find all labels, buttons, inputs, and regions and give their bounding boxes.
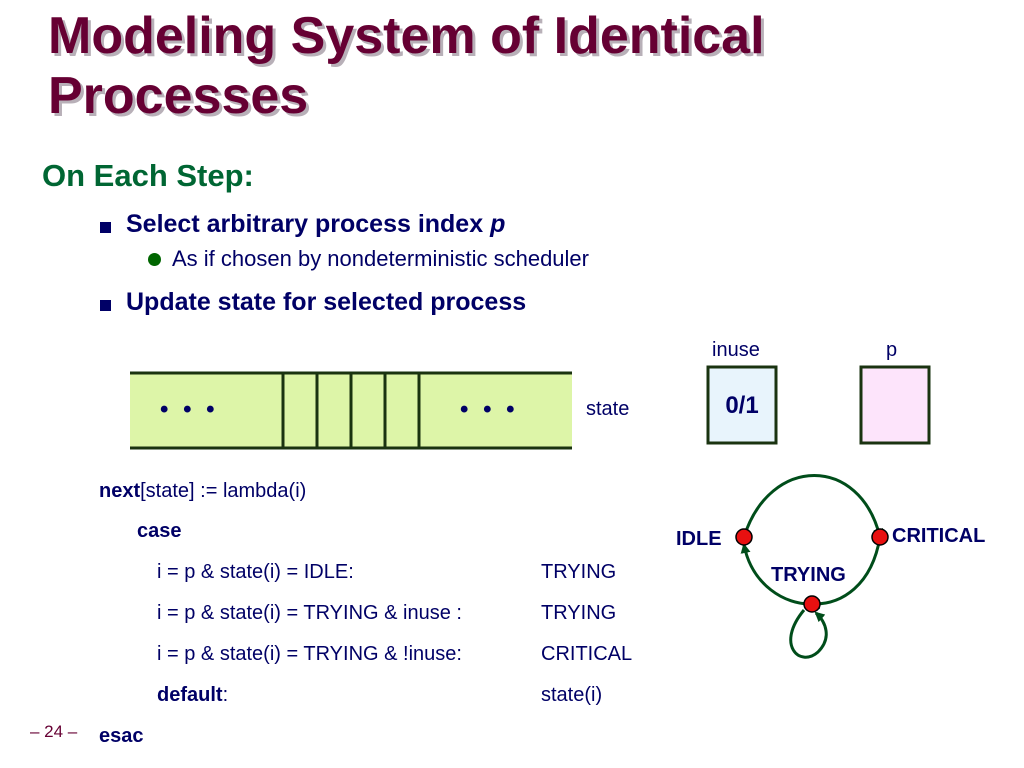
arc-trying-to-idle <box>740 543 813 606</box>
case-condition-idle: i = p & state(i) = IDLE: <box>157 561 354 583</box>
case-result-trying-notinuse: CRITICAL <box>541 643 633 665</box>
title-line-2: Processes <box>48 67 309 125</box>
ellipsis-left: • • • <box>160 396 219 423</box>
ellipsis-right: • • • <box>460 396 519 423</box>
next-rest: [state] := lambda(i) <box>140 480 307 502</box>
trying-node <box>803 595 821 613</box>
state-array <box>130 371 572 450</box>
p-label: p <box>886 339 898 361</box>
arc-critical-to-trying <box>810 536 882 610</box>
case-default: default: <box>157 683 228 707</box>
critical-node <box>871 528 889 546</box>
inuse-box <box>706 365 778 445</box>
bullet-select-process: Select arbitrary process index p <box>126 210 505 239</box>
page-number: – 24 – <box>30 722 78 741</box>
title-line-1: Modeling System of Identical <box>48 7 765 65</box>
bullet-select-text: Select arbitrary process index <box>126 210 491 238</box>
arc-trying-self-loop <box>789 609 828 659</box>
sub-bullet-scheduler: As if chosen by nondeterministic schedul… <box>172 246 589 271</box>
keyword-esac: esac <box>99 725 144 747</box>
square-bullet-icon <box>100 300 111 311</box>
bullet-update-state: Update state for selected process <box>126 288 527 316</box>
default-colon: : <box>222 684 229 706</box>
inuse-label: inuse <box>712 339 760 361</box>
slide-title: Modeling System of Identical Processes <box>48 6 1008 126</box>
keyword-next: next <box>99 480 141 502</box>
round-bullet-icon <box>148 253 161 266</box>
keyword-default: default <box>157 684 223 706</box>
case-result-trying-inuse: TRYING <box>541 602 617 624</box>
variable-p: p <box>490 210 506 238</box>
idle-label: IDLE <box>676 528 722 550</box>
p-box <box>859 365 931 445</box>
case-result-default: state(i) <box>541 684 603 706</box>
arc-idle-to-critical <box>742 474 883 539</box>
critical-label: CRITICAL <box>892 525 986 547</box>
state-label: state <box>586 398 630 420</box>
case-condition-trying-inuse: i = p & state(i) = TRYING & inuse : <box>157 602 462 624</box>
case-condition-trying-notinuse: i = p & state(i) = TRYING & !inuse: <box>157 643 462 665</box>
code-next-line: next[state] := lambda(i) <box>99 479 306 503</box>
keyword-case: case <box>137 520 182 542</box>
subtitle: On Each Step: <box>42 158 254 193</box>
inuse-value: 0/1 <box>725 392 759 419</box>
idle-node <box>735 528 753 546</box>
square-bullet-icon <box>100 222 111 233</box>
trying-label: TRYING <box>771 564 846 586</box>
case-result-idle: TRYING <box>541 561 617 583</box>
